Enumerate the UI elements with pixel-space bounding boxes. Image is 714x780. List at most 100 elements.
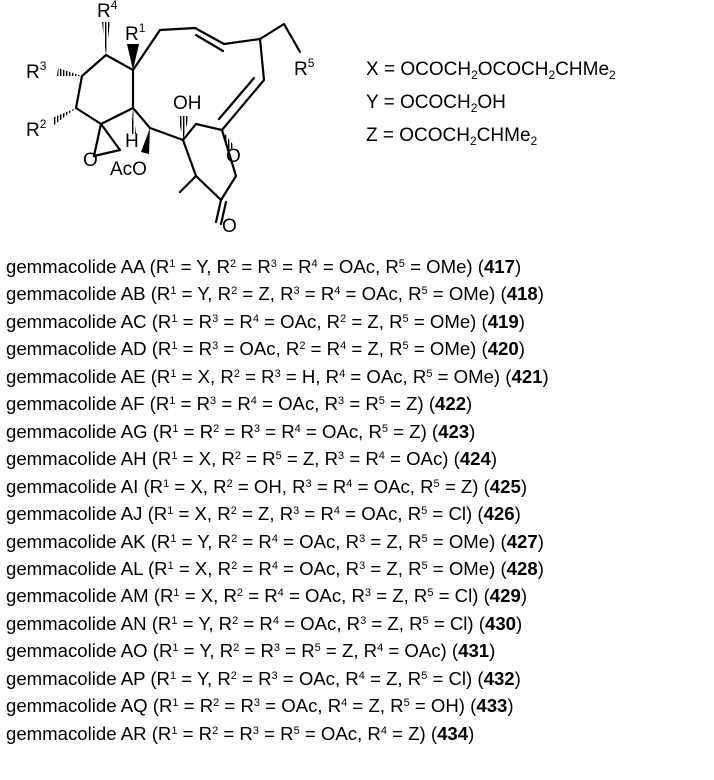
carbonyl-bond — [214, 198, 223, 224]
compound-number: (425) — [483, 475, 528, 497]
compound-number: (427) — [500, 530, 544, 552]
hash-h — [131, 108, 136, 134]
compound-entry: gemmacolide AD (R1 = R3 = OAc, R2 = R4 =… — [6, 335, 549, 362]
methyl-bond — [178, 174, 198, 194]
compound-name: gemmacolide AP — [6, 667, 146, 689]
compound-substituents: (R1 = R2 = R3 = OAc, R4 = Z, R5 = OH) — [147, 695, 471, 717]
compound-number: (429) — [483, 585, 528, 607]
label-r3: R3 — [26, 59, 47, 83]
compound-entry: gemmacolide AH (R1 = X, R2 = R5 = Z, R3 … — [6, 445, 549, 472]
compound-name: gemmacolide AD — [6, 338, 147, 360]
compound-entry: gemmacolide AP (R1 = Y, R2 = R3 = OAc, R… — [6, 665, 549, 692]
compound-name: gemmacolide AB — [6, 283, 146, 305]
compound-name: gemmacolide AR — [6, 722, 147, 744]
compound-number: (433) — [470, 695, 514, 717]
label-r4: R4 — [97, 0, 118, 22]
compound-number: (418) — [500, 283, 544, 305]
compound-substituents: (R1 = X, R2 = R4 = OAc, R3 = Z, R5 = Cl) — [148, 585, 484, 607]
compound-number: (422) — [428, 393, 473, 415]
carbonyl-double-bond — [219, 200, 228, 226]
legend-row: Z = OCOCH2CHMe2 — [366, 122, 616, 155]
compound-substituents: (R1 = Y, R2 = R3 = OAc, R4 = Z, R5 = Cl) — [145, 667, 478, 689]
label-r2: R2 — [26, 117, 47, 141]
compound-number: (419) — [481, 310, 525, 332]
compound-number: (417) — [477, 256, 522, 277]
legend-formula: = OCOCH2CHMe2 — [377, 125, 538, 148]
compound-substituents: (R1 = R3 = R4 = OAc, R3 = R5 = Z) — [144, 393, 429, 415]
label-oh: OH — [173, 93, 202, 114]
compound-number: (434) — [430, 722, 475, 744]
compound-name: gemmacolide AF — [6, 393, 145, 415]
compound-name: gemmacolide AH — [6, 448, 147, 470]
epoxide-ring — [92, 122, 122, 158]
compound-substituents: (R1 = X, R2 = R3 = H, R4 = OAc, R5 = OMe… — [145, 365, 506, 387]
hash-r2 — [52, 108, 76, 125]
hash-r4 — [102, 22, 110, 55]
label-lactone-o: O — [226, 146, 241, 167]
macrocycle-double-bond-right — [217, 76, 256, 121]
hash-r3 — [57, 68, 82, 76]
compound-substituents: (R1 = X, R2 = R4 = OAc, R3 = Z, R5 = OMe… — [142, 557, 501, 579]
compound-name: gemmacolide AA — [6, 256, 145, 277]
compound-substituents: (R1 = R3 = OAc, R2 = R4 = Z, R5 = OMe) — [146, 338, 482, 360]
compound-entry: gemmacolide AQ (R1 = R2 = R3 = OAc, R4 =… — [6, 692, 549, 719]
label-h: H — [125, 131, 139, 152]
compound-entry: gemmacolide AO (R1 = Y, R2 = R3 = R5 = Z… — [6, 637, 549, 664]
side-chain-ch2 — [258, 22, 302, 54]
atom-labels: R4 R1 R3 R2 R5 OH H O AcO O O — [26, 0, 315, 237]
label-r1: R1 — [125, 21, 146, 45]
compound-substituents: (R1 = R2 = R3 = R5 = OAc, R4 = Z) — [146, 722, 431, 744]
compound-name: gemmacolide AK — [6, 530, 146, 552]
compound-substituents: (R1 = Y, R2 = R3 = R5 = Z, R4 = OAc) — [147, 640, 452, 662]
compound-entry: gemmacolide AB (R1 = Y, R2 = Z, R3 = R4 … — [6, 280, 549, 307]
hash-oh — [178, 116, 189, 140]
compound-entry: gemmacolide AJ (R1 = X, R2 = Z, R3 = R4 … — [6, 500, 549, 527]
chemical-structure: R4 R1 R3 R2 R5 OH H O AcO O O — [26, 0, 315, 237]
macrocycle-double-bond-inner — [194, 33, 225, 53]
cyclohexane-ring — [74, 53, 135, 126]
compound-number: (426) — [477, 503, 521, 525]
compound-substituents: (R1 = R2 = R3 = R4 = OAc, R5 = Z) — [147, 420, 432, 442]
legend-row: X = OCOCH2OCOCH2CHMe2 — [366, 56, 616, 89]
compound-list: gemmacolide AA (R1 = Y, R2 = R3 = R4 = O… — [6, 253, 549, 747]
compound-substituents: (R1 = X, R2 = OH, R3 = R4 = OAc, R5 = Z) — [138, 475, 484, 497]
hash-lactone-o — [222, 130, 234, 152]
compound-name: gemmacolide AJ — [6, 503, 143, 525]
compound-entry: gemmacolide AM (R1 = X, R2 = R4 = OAc, R… — [6, 582, 549, 609]
compound-entry: gemmacolide AE (R1 = X, R2 = R3 = H, R4 … — [6, 363, 549, 390]
macrocycle-top-bonds — [131, 26, 262, 72]
compound-substituents: (R1 = X, R2 = Z, R3 = R4 = OAc, R5 = Cl) — [142, 503, 478, 525]
compound-entry: gemmacolide AF (R1 = R3 = R4 = OAc, R3 =… — [6, 390, 549, 417]
compound-name: gemmacolide AN — [6, 612, 147, 634]
compound-number: (432) — [477, 667, 521, 689]
compound-number: (428) — [500, 557, 544, 579]
compound-number: (431) — [451, 640, 496, 662]
compound-entry: gemmacolide AA (R1 = Y, R2 = R3 = R4 = O… — [6, 253, 549, 280]
compound-number: (424) — [453, 448, 498, 470]
wedge-oac — [141, 128, 150, 154]
compound-entry: gemmacolide AK (R1 = Y, R2 = R4 = OAc, R… — [6, 528, 549, 555]
compound-name: gemmacolide AI — [6, 475, 139, 497]
compound-name: gemmacolide AG — [6, 420, 148, 442]
compound-entry: gemmacolide AG (R1 = R2 = R3 = R4 = OAc,… — [6, 418, 549, 445]
legend-formula: = OCOCH2OH — [378, 92, 506, 115]
compound-entry: gemmacolide AC (R1 = R3 = R4 = OAc, R2 =… — [6, 308, 549, 335]
compound-number: (423) — [431, 420, 476, 442]
compound-substituents: (R1 = Y, R2 = Z, R3 = R4 = OAc, R5 = OMe… — [145, 283, 501, 305]
compound-substituents: (R1 = Y, R2 = R4 = OAc, R3 = Z, R5 = OMe… — [145, 530, 501, 552]
compound-entry: gemmacolide AI (R1 = X, R2 = OH, R3 = R4… — [6, 473, 549, 500]
compound-number: (421) — [505, 365, 549, 387]
legend-formula: = OCOCH2OCOCH2CHMe2 — [378, 59, 616, 82]
wedge-r1 — [127, 44, 139, 70]
compound-name: gemmacolide AM — [6, 585, 149, 607]
compound-entry: gemmacolide AR (R1 = R2 = R3 = R5 = OAc,… — [6, 720, 549, 747]
compound-entry: gemmacolide AN (R1 = Y, R2 = R4 = OAc, R… — [6, 610, 549, 637]
compound-name: gemmacolide AO — [6, 640, 148, 662]
label-aco: AcO — [110, 159, 147, 180]
ring-bonds — [52, 22, 302, 226]
compound-name: gemmacolide AC — [6, 310, 147, 332]
legend-symbol: Y — [366, 92, 379, 113]
label-r5: R5 — [294, 56, 315, 80]
legend-row: Y = OCOCH2OH — [366, 89, 616, 122]
label-epoxide-o: O — [83, 150, 98, 171]
